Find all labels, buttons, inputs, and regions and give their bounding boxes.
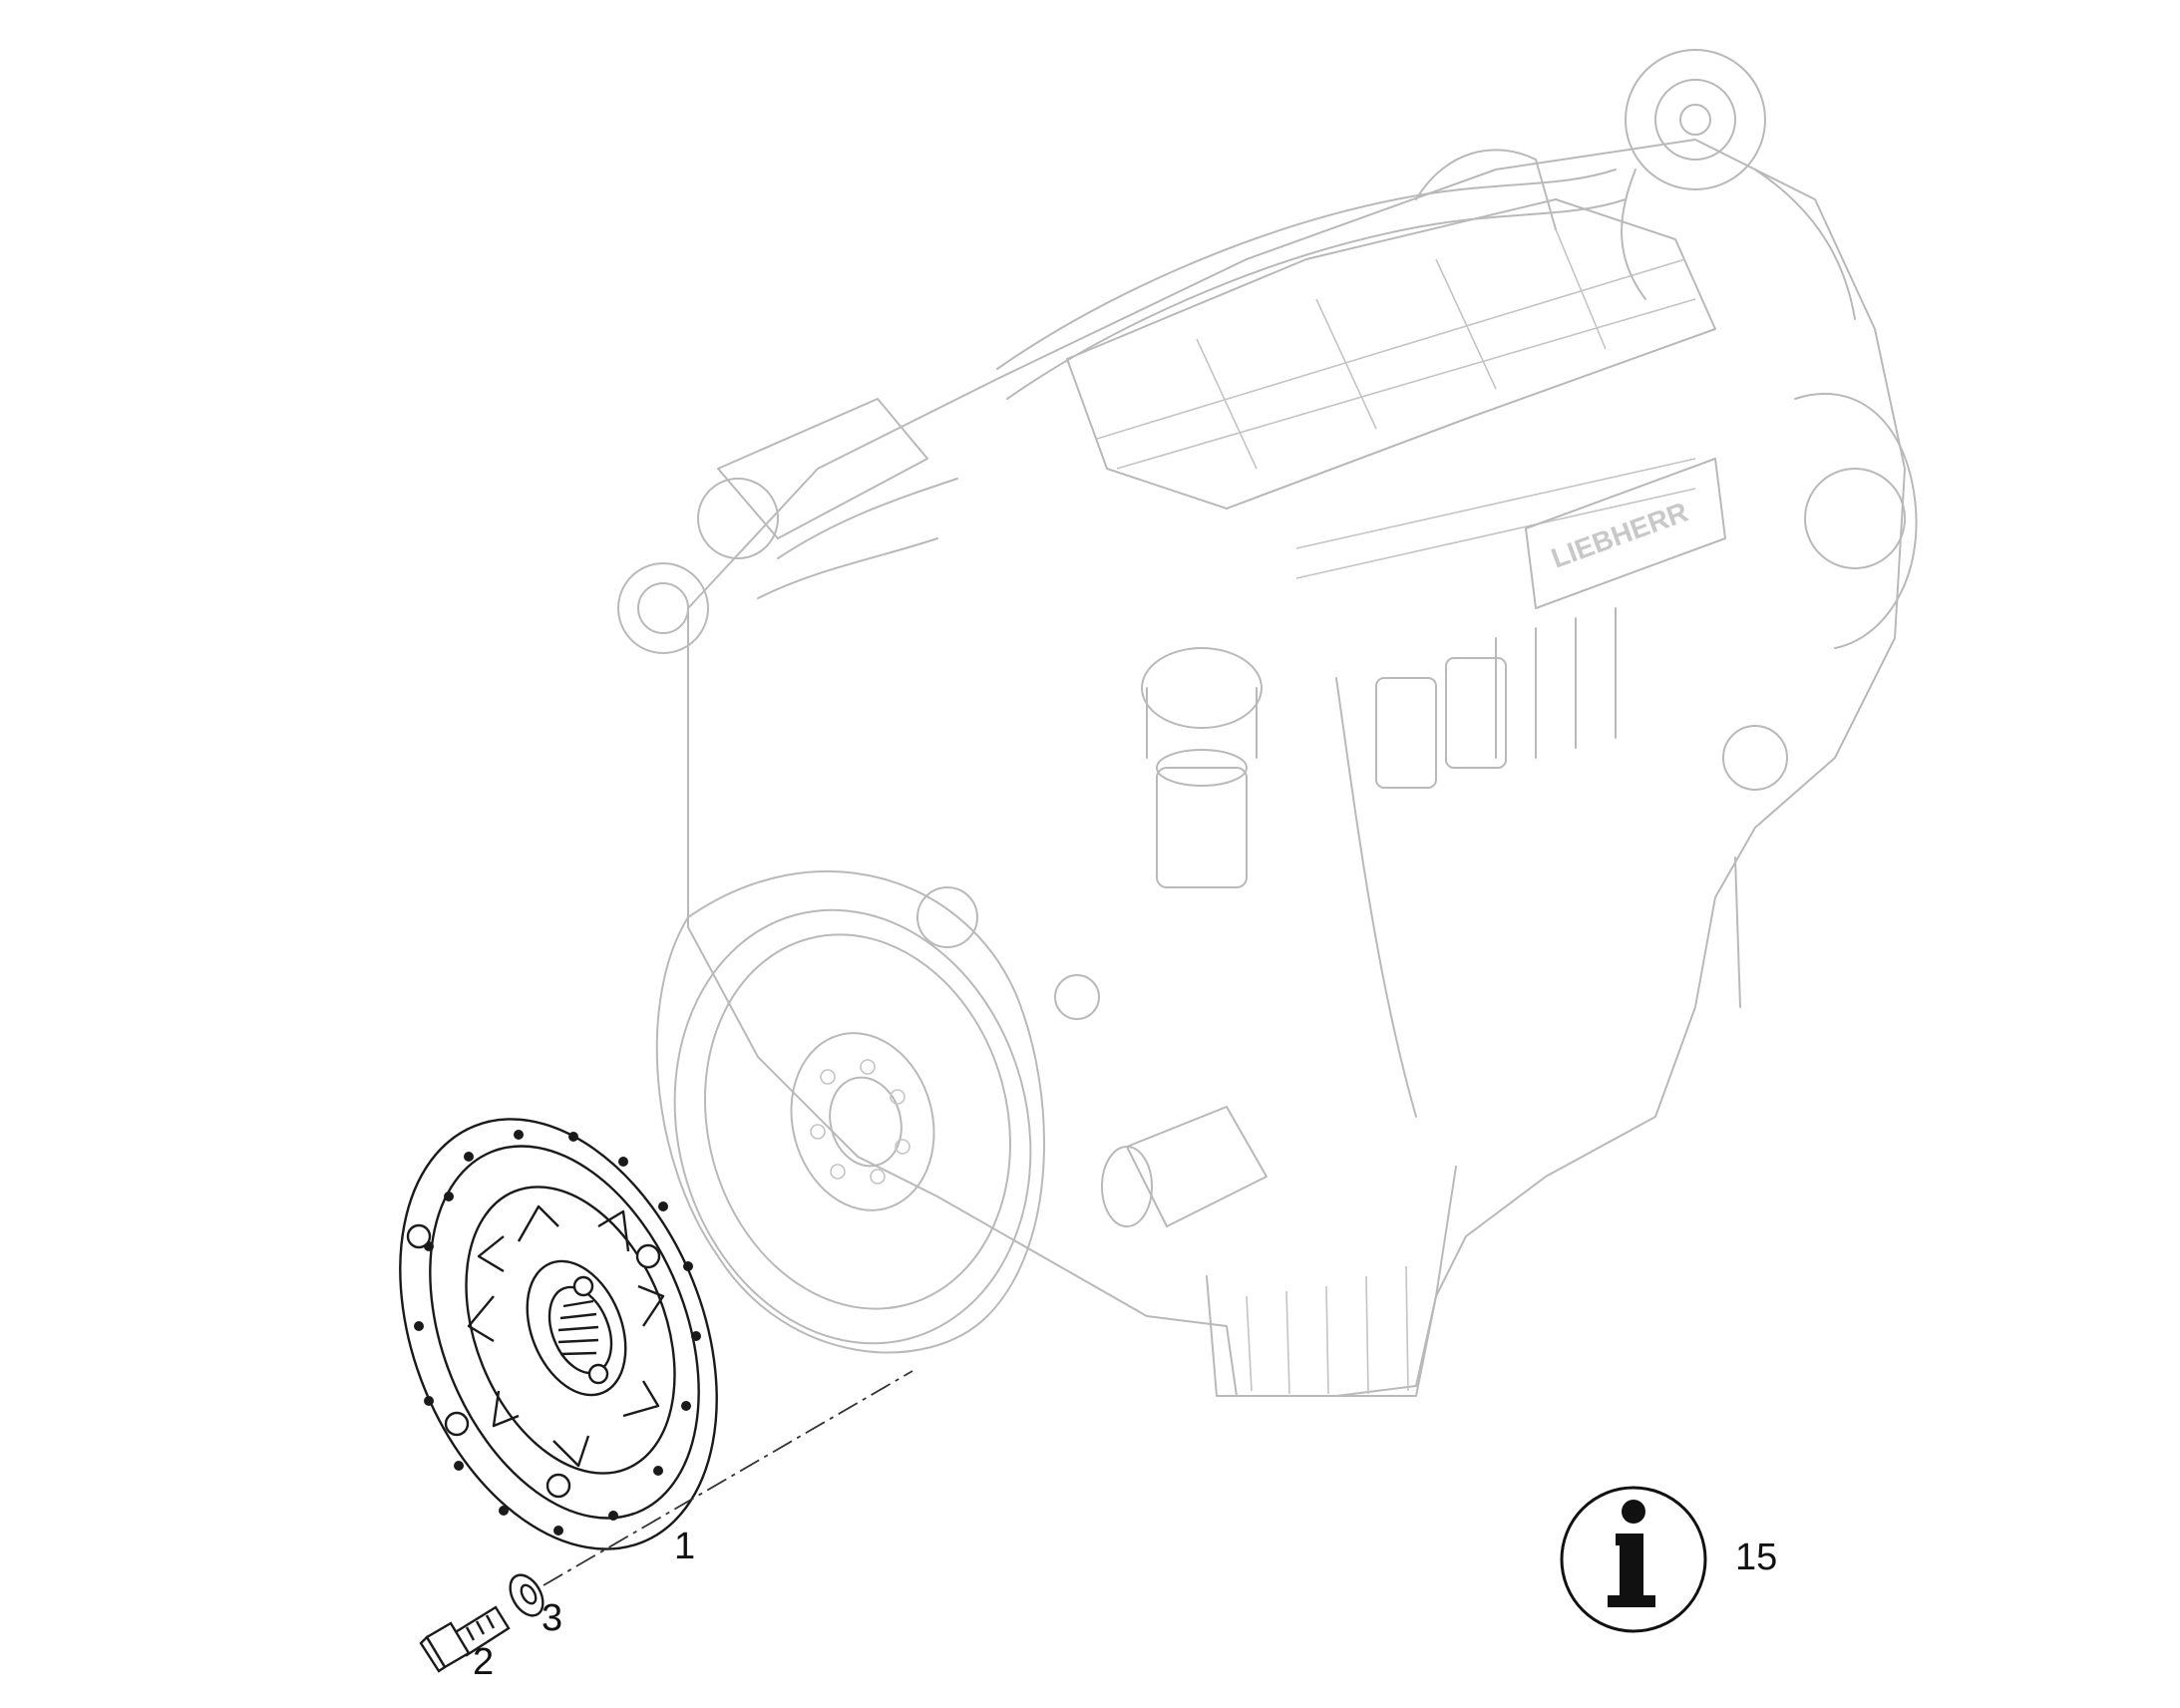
info-count: 15 xyxy=(1735,1537,1778,1578)
bolt[interactable] xyxy=(419,1605,511,1673)
callout-3: 3 xyxy=(542,1597,563,1639)
engine-brand-label: LIEBHERR xyxy=(1547,497,1691,574)
info-badge[interactable] xyxy=(1560,1486,1707,1633)
assembly-centerline xyxy=(543,1370,913,1586)
engine-assembly: LIEBHERR xyxy=(617,49,1918,1397)
clutch-disc[interactable] xyxy=(340,1072,776,1596)
callout-2: 2 xyxy=(473,1641,495,1683)
callout-1: 1 xyxy=(674,1526,696,1567)
info-icon xyxy=(1622,1500,1645,1524)
washer[interactable] xyxy=(504,1569,549,1621)
info-icon-stem xyxy=(1608,1534,1655,1607)
